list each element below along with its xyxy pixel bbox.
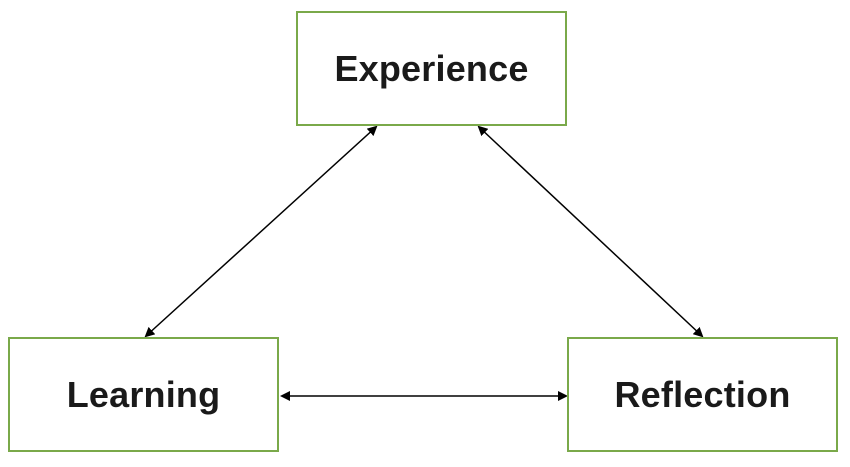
node-label-experience: Experience xyxy=(334,47,529,89)
arrow-experience-learning xyxy=(144,125,378,338)
node-experience: Experience xyxy=(296,11,567,126)
node-reflection: Reflection xyxy=(567,337,838,452)
arrow-experience-reflection xyxy=(477,125,704,338)
node-label-learning: Learning xyxy=(66,373,221,415)
node-learning: Learning xyxy=(8,337,279,452)
node-label-reflection: Reflection xyxy=(614,373,791,415)
